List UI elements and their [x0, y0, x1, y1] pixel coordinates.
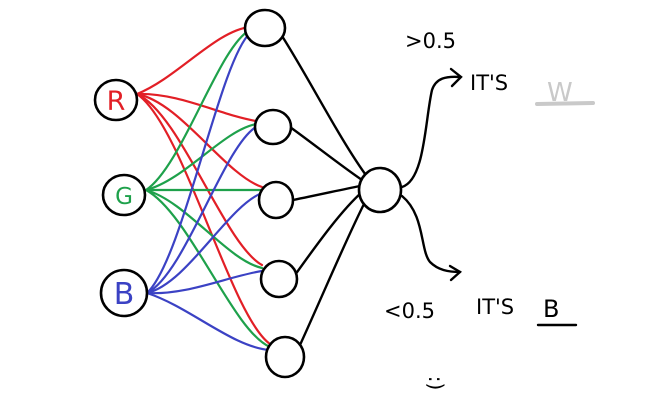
- link-g-hidden-1: [144, 28, 252, 192]
- upper-condition: >0.5: [405, 29, 456, 53]
- hidden-node-4: [259, 259, 299, 299]
- lower-result-prefix: IT'S: [476, 295, 514, 319]
- link-r-hidden-1: [135, 25, 252, 96]
- arrow-upper-head: [449, 67, 463, 88]
- arrow-lower-head: [448, 264, 463, 282]
- link-hidden-1-output: [280, 34, 370, 180]
- link-hidden-5-output: [298, 198, 368, 347]
- input-node-g: [101, 173, 147, 217]
- input-hidden-connections: [135, 25, 272, 352]
- output-arrows: [400, 67, 463, 282]
- link-b-hidden-1: [145, 31, 252, 295]
- link-b-hidden-5: [145, 291, 272, 352]
- link-r-hidden-5: [135, 92, 272, 346]
- input-layer: R G B: [93, 78, 149, 318]
- upper-result-prefix: IT'S: [470, 71, 508, 95]
- upper-result-underline: [535, 101, 595, 106]
- link-r-hidden-3: [135, 92, 264, 189]
- output-node: [357, 166, 403, 214]
- link-g-hidden-5: [144, 188, 272, 349]
- arrow-lower: [400, 194, 462, 274]
- input-node-b: [99, 268, 149, 318]
- hidden-layer: [243, 8, 306, 379]
- link-g-hidden-4: [144, 188, 264, 270]
- hidden-node-3: [257, 180, 295, 220]
- smiley-face: :): [424, 376, 448, 391]
- hidden-node-5: [264, 335, 306, 379]
- input-label-b: B: [114, 277, 135, 312]
- input-label-r: R: [107, 86, 126, 117]
- link-b-hidden-4: [145, 269, 264, 295]
- link-r-hidden-2: [135, 92, 258, 123]
- arrow-upper: [400, 75, 462, 189]
- hidden-node-1: [243, 8, 287, 48]
- link-r-hidden-4: [135, 92, 264, 267]
- input-label-g: G: [115, 184, 133, 210]
- hidden-output-connections: [280, 34, 370, 347]
- input-node-r: [93, 78, 139, 122]
- hidden-node-2: [253, 108, 293, 146]
- link-b-hidden-3: [145, 191, 264, 295]
- smiley-text: :): [424, 376, 448, 391]
- link-hidden-2-output: [288, 125, 364, 182]
- link-b-hidden-2: [145, 125, 258, 295]
- link-hidden-3-output: [291, 184, 362, 202]
- link-hidden-4-output: [293, 190, 364, 277]
- lower-result-value: B: [543, 295, 559, 323]
- lower-condition: <0.5: [384, 299, 435, 323]
